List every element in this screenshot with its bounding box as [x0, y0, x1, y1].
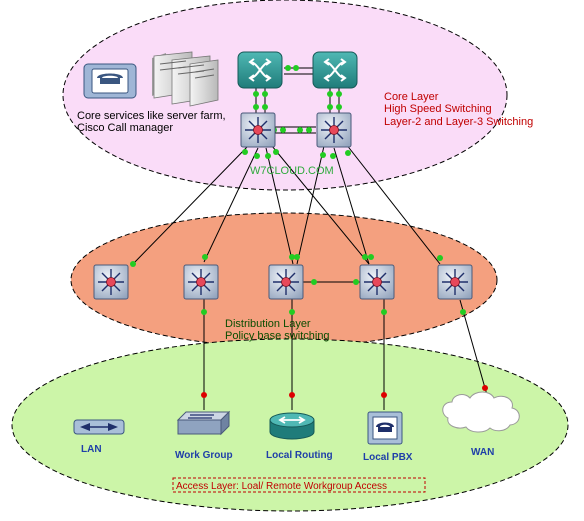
distribution-switch-3: [268, 264, 304, 300]
core-services-line-1: Core services like server farm,: [77, 110, 226, 122]
wan-label: WAN: [471, 447, 494, 458]
pbx-icon: [367, 411, 403, 445]
core-distribution-links: [132, 143, 441, 283]
watermark-label: W7CLOUD.COM: [250, 165, 334, 177]
lan-bridge-icon: [73, 419, 125, 435]
distribution-switch-1: [93, 264, 129, 300]
router-icon: [237, 51, 283, 89]
multilayer-switch-icon: [316, 112, 352, 148]
distribution-switch-2: [183, 264, 219, 300]
distribution-switch-5: [437, 264, 473, 300]
access-layer-title: Access Layer: Loal/ Remote Workgroup Acc…: [176, 481, 387, 492]
link-status-dots: [130, 65, 466, 315]
core-layer-line-2: Layer-2 and Layer-3 Switching: [384, 116, 533, 128]
multilayer-switch-icon: [240, 112, 276, 148]
link-down-dots: [201, 385, 488, 398]
distribution-layer-line-1: Policy base switching: [225, 330, 330, 342]
lan-label: LAN: [81, 444, 102, 455]
core-layer-line-1: High Speed Switching: [384, 103, 492, 115]
access-links: [203, 298, 488, 410]
distribution-layer-title: Distribution Layer: [225, 318, 311, 330]
local-pbx-label: Local PBX: [363, 452, 413, 463]
local-routing-label: Local Routing: [266, 450, 333, 461]
access-layer-title-box: [172, 477, 426, 493]
server-farm-icon: [152, 51, 219, 107]
core-layer-zone: [62, 0, 508, 191]
call-manager-icon: [83, 63, 137, 99]
router-icon: [269, 412, 315, 440]
work-group-label: Work Group: [175, 450, 233, 461]
core-layer-title: Core Layer: [384, 91, 439, 103]
distribution-switch-4: [359, 264, 395, 300]
workgroup-switch-icon: [176, 410, 231, 436]
cloud-icon: [442, 391, 520, 433]
core-services-line-2: Cisco Call manager: [77, 122, 173, 134]
router-icon: [312, 51, 358, 89]
